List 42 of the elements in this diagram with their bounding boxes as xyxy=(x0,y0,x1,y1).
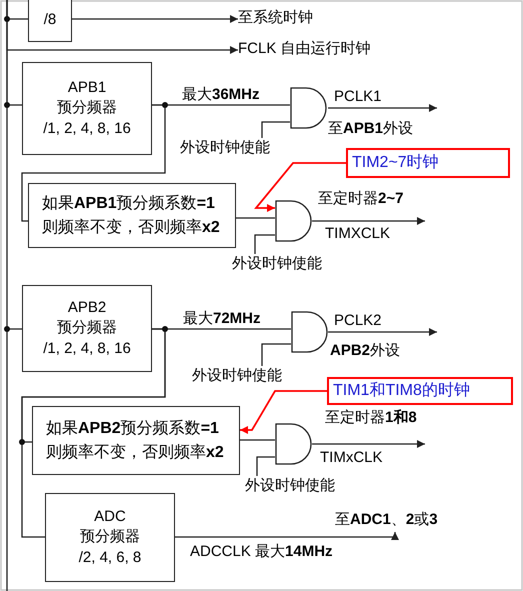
arrow xyxy=(328,328,437,336)
and-gate xyxy=(291,311,328,353)
enable-label: 外设时钟使能 xyxy=(232,254,344,275)
callout-box: TIM2~7时钟 xyxy=(346,148,510,178)
edge-label: ADCCLK 最大14MHz xyxy=(190,543,333,561)
arrow xyxy=(312,440,425,448)
multiplier-box: 如果APB2预分频系数=1则频率不变，否则频率x2 xyxy=(32,406,240,475)
multiplier-box: 如果APB1预分频系数=1则频率不变，否则频率x2 xyxy=(28,183,236,248)
connector-line xyxy=(256,456,275,476)
arrow xyxy=(312,217,425,225)
signal-label: 至定时器2~7 xyxy=(318,190,404,208)
destination-label: FCLK 自由运行时钟 xyxy=(238,39,498,61)
connector-line xyxy=(6,0,22,330)
edge-label: 最大36MHz xyxy=(182,86,260,104)
connector-line xyxy=(254,234,275,254)
enable-label: 外设时钟使能 xyxy=(180,138,292,159)
arrow xyxy=(328,104,437,112)
destination-label: 至系统时钟 xyxy=(238,8,408,30)
and-gate xyxy=(275,423,312,465)
arrow xyxy=(175,532,399,540)
enable-label: 外设时钟使能 xyxy=(192,366,304,387)
connector-line xyxy=(261,121,290,138)
destination-label: 至ADC1、2或3 xyxy=(335,510,465,532)
and-gate xyxy=(275,200,312,242)
and-gate xyxy=(290,87,328,129)
arrow xyxy=(240,390,327,434)
arrow xyxy=(254,162,346,212)
connector-line xyxy=(21,104,166,222)
signal-label: APB2外设 xyxy=(330,342,400,360)
prescaler-box: APB2 预分频器 /1, 2, 4, 8, 16 xyxy=(22,285,152,372)
signal-label: 至定时器1和8 xyxy=(325,409,417,427)
connector-line xyxy=(21,328,166,538)
edge-label: 最大72MHz xyxy=(183,310,261,328)
connector-line xyxy=(261,343,291,366)
signal-label: 至APB1外设 xyxy=(328,120,414,138)
connector-line xyxy=(240,439,275,441)
prescaler-box: ADC 预分频器 /2, 4, 6, 8 xyxy=(45,493,175,582)
enable-label: 外设时钟使能 xyxy=(245,476,357,497)
callout-box: TIM1和TIM8的时钟 xyxy=(327,377,513,405)
arrow xyxy=(72,15,238,23)
connector-line xyxy=(236,217,275,219)
prescaler-box: APB1 预分频器 /1, 2, 4, 8, 16 xyxy=(22,62,152,155)
